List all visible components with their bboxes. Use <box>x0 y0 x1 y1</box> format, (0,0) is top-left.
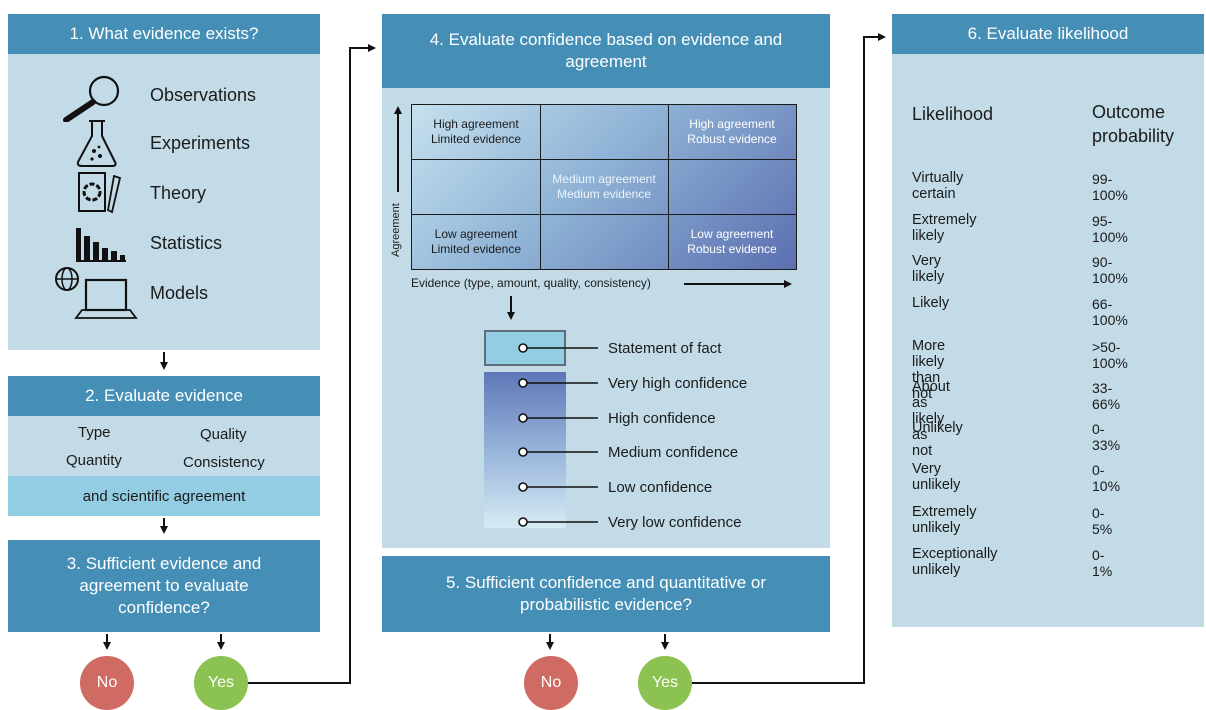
step5-header: 5. Sufficient confidence and quantitativ… <box>382 556 830 632</box>
cell-line: Robust evidence <box>687 132 777 146</box>
evidence-item-statistics: Statistics <box>8 222 318 268</box>
magnifier-icon <box>60 74 124 127</box>
confidence-markers <box>518 343 528 527</box>
confidence-label: Medium confidence <box>608 444 739 461</box>
step4-panel <box>382 14 830 548</box>
step6-header: 6. Evaluate likelihood <box>892 14 1204 54</box>
likelihood-term: About as likely as not <box>912 379 950 459</box>
likelihood-probability: 0-5% <box>1092 505 1113 537</box>
likelihood-term: Extremely likely <box>912 212 977 244</box>
globe-computer-icon <box>54 266 140 325</box>
step5-yes-circle: Yes <box>638 656 692 710</box>
evidence-label: Experiments <box>150 133 251 153</box>
confidence-label: Low confidence <box>608 479 713 496</box>
likelihood-column-header: Likelihood <box>912 104 994 124</box>
step3-yes-circle: Yes <box>194 656 248 710</box>
flask-icon <box>72 118 122 173</box>
matrix-gridline <box>412 159 796 160</box>
flow-arrow <box>103 33 886 684</box>
likelihood-probability: >50-100% <box>1092 339 1128 371</box>
evidence-axis-label: Evidence (type, amount, quality, consist… <box>411 276 651 290</box>
likelihood-term: Unlikely <box>912 420 963 436</box>
cell-line: Robust evidence <box>687 241 777 256</box>
likelihood-probability: 0-33% <box>1092 421 1121 453</box>
step1-panel <box>8 14 320 350</box>
agreement-label: and scientific agreement <box>82 487 246 505</box>
likelihood-term: Exceptionally unlikely <box>912 546 998 578</box>
likelihood-probability: 95-100% <box>1092 213 1128 245</box>
cell-line: Medium agreement <box>552 171 656 186</box>
confidence-label: High confidence <box>608 410 716 427</box>
step3-no-circle: No <box>80 656 134 710</box>
likelihood-term: Likely <box>912 295 950 311</box>
probability-column-header: Outcome probability <box>1092 102 1175 146</box>
confidence-label: Very high confidence <box>608 375 748 392</box>
evidence-label: Observations <box>150 85 257 105</box>
attr-consistency: Consistency <box>183 454 265 471</box>
confidence-label: Statement of fact <box>608 340 722 357</box>
likelihood-term: More likely than not <box>912 338 946 402</box>
likelihood-probability: 33-66% <box>1092 380 1121 412</box>
attr-type: Type <box>78 424 111 441</box>
cell-line: High agreement <box>689 117 775 131</box>
cell-line: Low agreement <box>434 226 518 241</box>
likelihood-term: Very likely <box>912 253 945 285</box>
likelihood-probability: 66-100% <box>1092 296 1128 328</box>
cell-line: Medium evidence <box>556 186 652 201</box>
bar-chart-icon <box>74 224 128 269</box>
cell-line: Limited evidence <box>430 132 522 146</box>
step5-no-circle: No <box>524 656 578 710</box>
document-icon <box>76 170 126 221</box>
evidence-list: Observations Experiments Theory Statisti… <box>8 70 320 340</box>
cell-line: High agreement <box>433 117 519 131</box>
evidence-label: Statistics <box>150 233 223 253</box>
evidence-item-observations: Observations <box>8 74 318 123</box>
likelihood-term: Virtually certain <box>912 170 964 202</box>
evidence-item-experiments: Experiments <box>8 120 318 168</box>
likelihood-probability: 0-1% <box>1092 547 1113 579</box>
step1-header: 1. What evidence exists? <box>8 14 320 54</box>
cell-line: Limited evidence <box>430 241 522 256</box>
evidence-label: Theory <box>150 183 207 203</box>
confidence-label: Very low confidence <box>608 514 742 531</box>
likelihood-term: Very unlikely <box>912 461 961 493</box>
confidence-ticks <box>526 347 598 523</box>
step6-panel <box>892 14 1204 627</box>
step3-header: 3. Sufficient evidence and agreement to … <box>8 540 320 632</box>
matrix-gridline <box>540 105 541 269</box>
matrix-gridline <box>412 214 796 215</box>
evidence-item-theory: Theory <box>8 172 318 218</box>
step4-header: 4. Evaluate confidence based on evidence… <box>382 14 830 88</box>
attr-quality: Quality <box>200 426 247 443</box>
likelihood-probability: 90-100% <box>1092 254 1128 286</box>
matrix-gridline <box>668 105 669 269</box>
attr-quantity: Quantity <box>66 452 122 469</box>
agreement-band: and scientific agreement <box>8 476 320 516</box>
likelihood-term: Extremely unlikely <box>912 504 977 536</box>
evidence-label: Models <box>150 283 209 303</box>
likelihood-probability: 0-10% <box>1092 462 1121 494</box>
likelihood-probability: 99-100% <box>1092 171 1128 203</box>
cell-line: Low agreement <box>690 226 774 241</box>
step2-header: 2. Evaluate evidence <box>8 376 320 416</box>
evidence-item-models: Models <box>8 267 318 319</box>
